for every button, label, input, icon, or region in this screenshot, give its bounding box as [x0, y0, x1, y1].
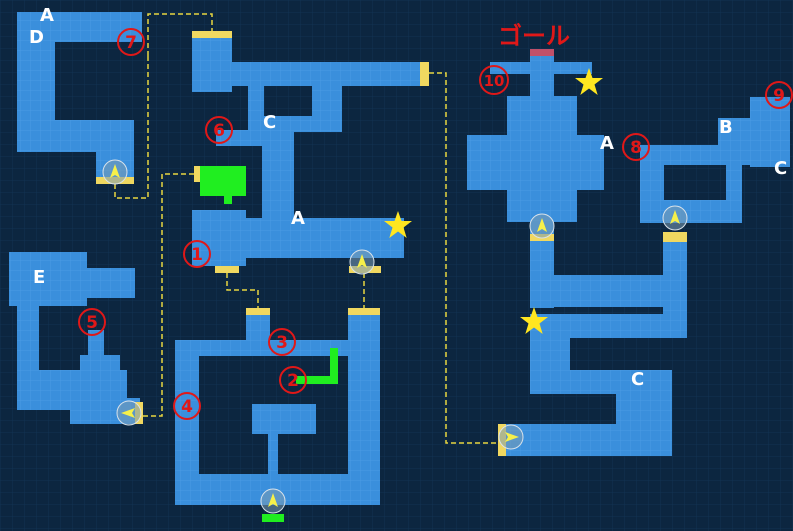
- player-arrow-marker: [102, 159, 128, 185]
- number-label: 7: [125, 33, 137, 53]
- area-top-center: [192, 36, 422, 266]
- number-label: 3: [276, 333, 288, 353]
- star-icon: [575, 68, 603, 95]
- letter-label: C: [631, 369, 644, 390]
- area-left: [9, 252, 140, 424]
- stars: [384, 68, 603, 334]
- area-right-bottom: [505, 238, 687, 456]
- area-right-loop: [640, 97, 790, 223]
- number-label: 4: [181, 397, 193, 417]
- number-label: 1: [191, 245, 203, 265]
- goal-label: ゴール: [498, 22, 570, 50]
- number-label: 9: [773, 86, 785, 106]
- number-label: 10: [484, 72, 505, 90]
- letter-label: E: [33, 267, 45, 288]
- number-label: 6: [213, 121, 225, 141]
- player-arrow-marker: [498, 424, 524, 450]
- letter-label: C: [774, 158, 787, 179]
- number-label: 2: [287, 371, 299, 391]
- star-icon: [520, 307, 548, 334]
- player-arrow-marker: [662, 205, 688, 231]
- star-icon: [384, 211, 412, 238]
- number-label: 5: [86, 313, 98, 333]
- goal-door: [530, 49, 554, 56]
- player-arrow-marker: [260, 488, 286, 514]
- letter-label: A: [600, 133, 614, 154]
- player-arrow-marker: [116, 400, 142, 426]
- letter-labels: A D C A E A B C C: [29, 5, 787, 390]
- position-markers: [102, 159, 688, 514]
- letter-label: B: [719, 117, 733, 138]
- green-highlights: [200, 166, 338, 522]
- letter-label: C: [263, 112, 276, 133]
- letter-label: A: [40, 5, 54, 26]
- number-labels: 1 2 3 4 5 6 7 8 9 10: [86, 33, 785, 417]
- number-markers: [78, 28, 793, 420]
- player-arrow-marker: [529, 213, 555, 239]
- letter-label: A: [291, 208, 305, 229]
- letter-label: D: [29, 27, 44, 48]
- dashed-routes: [114, 13, 498, 444]
- number-label: 8: [630, 138, 642, 158]
- player-arrow-marker: [349, 249, 375, 275]
